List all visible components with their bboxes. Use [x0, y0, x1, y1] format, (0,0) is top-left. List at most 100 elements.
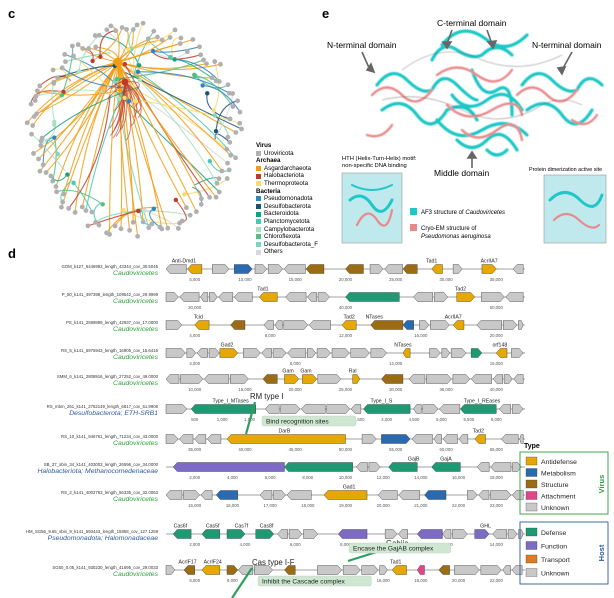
gene-label: Tad2 [343, 315, 354, 321]
gene-arrow [165, 490, 183, 500]
gene-arrow [165, 374, 180, 384]
network-node [233, 130, 239, 135]
n-terminal-right-label: N-terminal domain [532, 40, 602, 50]
gene-arrow [301, 404, 326, 414]
network-node [225, 82, 231, 88]
network-node [211, 108, 216, 113]
axis-tick-label: 12,000 [389, 361, 403, 366]
network-node [117, 96, 122, 102]
gene-arrow [288, 529, 303, 539]
network-node [127, 227, 132, 233]
network-node [122, 61, 128, 67]
axis-tick-label: 18,000 [301, 503, 315, 508]
gene-label: AcrIIA7 [481, 259, 498, 265]
gene-arrow [361, 565, 379, 575]
network-node [54, 189, 60, 195]
gene-arrow [417, 529, 443, 539]
gene-label: Tad1 [426, 259, 437, 265]
network-node [226, 167, 232, 173]
type-label: Attachment [541, 494, 575, 501]
gene-label: Cas5f [206, 524, 220, 530]
network-node [33, 93, 39, 99]
axis-tick-label: 20,000 [452, 578, 466, 583]
axis-tick-label: 16,000 [490, 361, 504, 366]
axis-tick-label: 19,000 [339, 503, 353, 508]
gene-arrow [215, 490, 238, 500]
gene-arrow [287, 348, 307, 358]
gene-arrow [264, 404, 280, 414]
dimer-inset [543, 174, 607, 244]
network-node [126, 47, 131, 52]
gene-arrow [194, 320, 210, 330]
hth-inset [341, 172, 403, 244]
callout-box-text: Encase the GajAB complex [353, 546, 434, 553]
panel-letter-c: c [8, 6, 16, 21]
network-edge [215, 93, 234, 139]
network-node [93, 219, 98, 225]
axis-tick-label: 40,000 [238, 447, 252, 452]
cryo-label: Cryo-EM structure of [421, 226, 477, 232]
network-edge [124, 81, 142, 113]
axis-tick-label: 14,000 [490, 542, 504, 547]
network-node [192, 73, 198, 78]
network-node [83, 208, 89, 213]
gene-arrow [172, 529, 192, 539]
gene-label: NTases [366, 315, 384, 321]
axis-tick-label: 8,000 [227, 578, 238, 583]
gene-arrow [512, 490, 524, 500]
network-node [69, 43, 75, 49]
network-node [172, 57, 177, 62]
legend-bacteria-item: Campylobacterota [256, 226, 318, 234]
network-node [59, 204, 64, 210]
gene-arrow [454, 565, 480, 575]
network-node [194, 209, 199, 215]
gene-arrow [284, 462, 353, 472]
dimer-label: Protein dimerization active site [529, 167, 602, 173]
network-node [104, 27, 110, 33]
gene-label: Tcid [194, 315, 203, 321]
network-node [187, 212, 193, 218]
gene-arrow [345, 292, 400, 302]
contig-taxon: Caudoviricetes [113, 380, 159, 387]
gene-arrow [194, 434, 207, 444]
gene-arrow [345, 264, 364, 274]
gene-arrow [284, 565, 296, 575]
axis-tick-label: 6,000 [189, 578, 200, 583]
gene-label: Anti-Dmd1 [172, 259, 197, 265]
gene-arrow [384, 529, 398, 539]
gene-arrow [207, 434, 222, 444]
network-node [24, 120, 30, 126]
gene-arrow [183, 565, 195, 575]
type-label: Defense [541, 530, 567, 537]
network-node [71, 180, 76, 185]
network-node [80, 46, 86, 51]
gene-arrow [280, 404, 301, 414]
contig-id: SMM_6_k141_2808916_length_27252_cov_49.0… [57, 374, 159, 379]
legend-swatch [256, 181, 261, 187]
gene-arrow [165, 404, 187, 414]
network-node [207, 159, 212, 164]
gene-arrow [317, 292, 330, 302]
network-edge [128, 29, 176, 50]
genome-track: RS_2_k141_4002763_length_56335_cov_32.00… [61, 485, 525, 508]
gene-label: DarB [279, 429, 291, 435]
gene-arrow [303, 529, 318, 539]
network-node [151, 206, 157, 211]
gene-arrow [370, 320, 404, 330]
gene-arrow [381, 434, 411, 444]
network-node [227, 139, 233, 145]
gene-arrow [165, 320, 183, 330]
network-node [145, 36, 151, 42]
gene-arrow [467, 490, 478, 500]
legend-bacteria-item: Bacteroidota [256, 210, 318, 218]
gene-arrow [377, 490, 398, 500]
gene-arrow [452, 374, 471, 384]
network-node [31, 151, 36, 156]
gene-arrow [434, 292, 449, 302]
callout-box [257, 575, 372, 587]
network-edge [53, 61, 119, 83]
network-node [219, 168, 225, 174]
gene-arrow [381, 374, 404, 384]
axis-tick-label: 50,000 [490, 305, 504, 310]
network-node [79, 204, 85, 210]
